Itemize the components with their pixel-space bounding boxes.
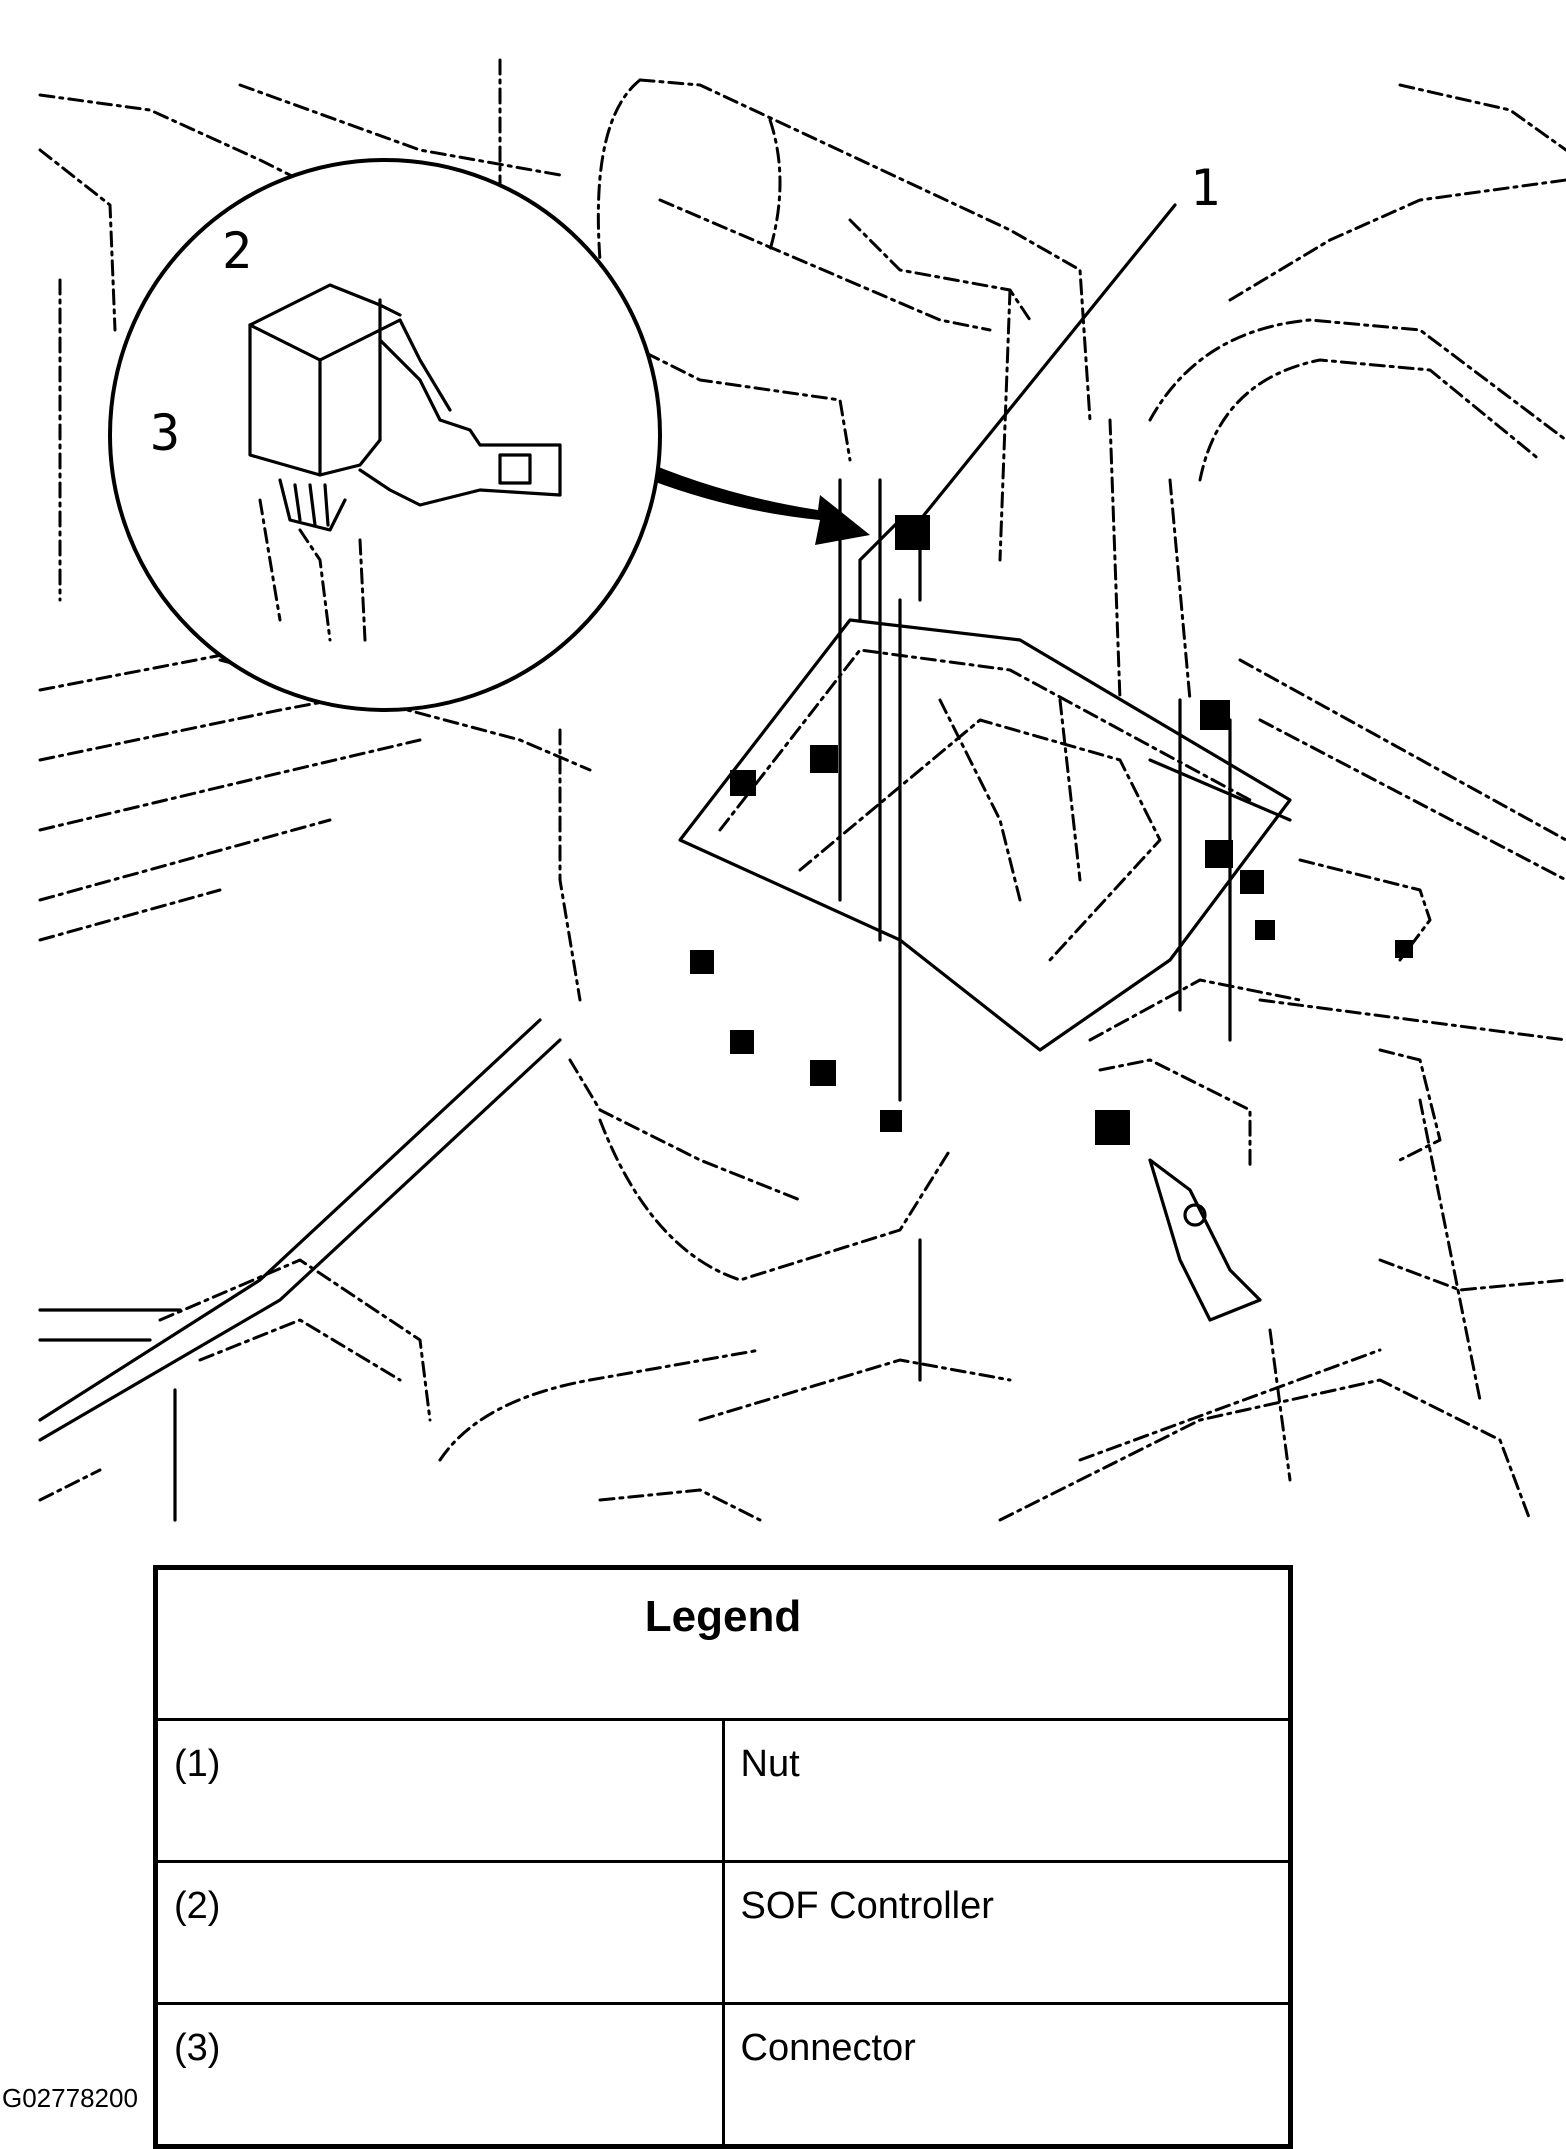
- legend-row: (1) Nut: [155, 1718, 1291, 1862]
- figure-id: G02778200: [2, 2083, 138, 2113]
- legend-number: (1): [155, 1718, 725, 1862]
- seat-frame-upper: [596, 78, 1092, 562]
- legend-label: Connector: [723, 2002, 1291, 2147]
- legend-header-row: Legend: [155, 1567, 1291, 1721]
- legend-title: Legend: [155, 1567, 1291, 1721]
- legend-number: (3): [155, 2002, 725, 2147]
- legend-row: (3) Connector: [155, 2002, 1291, 2147]
- callout-1: 1: [1190, 159, 1220, 217]
- callout-2: 2: [222, 222, 252, 280]
- floor-pan: [38, 950, 1012, 1522]
- legend-row: (2) SOF Controller: [155, 1860, 1291, 2004]
- upper-left-trim: [38, 58, 562, 602]
- component-location-drawing: 1 2 3: [38, 58, 1566, 1522]
- legend-label: Nut: [723, 1718, 1291, 1862]
- upper-right-rail: [1108, 83, 1566, 702]
- legend-label: SOF Controller: [723, 1860, 1291, 2004]
- right-side-structure: [998, 658, 1566, 1522]
- legend-number: (2): [155, 1860, 725, 2004]
- detail-inset: [108, 158, 662, 712]
- location-arrow: [625, 455, 870, 545]
- right-upright-bracket: [1088, 698, 1432, 1322]
- controller-bracket: [678, 478, 1292, 1102]
- legend-table: Legend (1) Nut (2) SOF Controller (3) Co…: [153, 1565, 1293, 2149]
- callout-3: 3: [150, 404, 180, 462]
